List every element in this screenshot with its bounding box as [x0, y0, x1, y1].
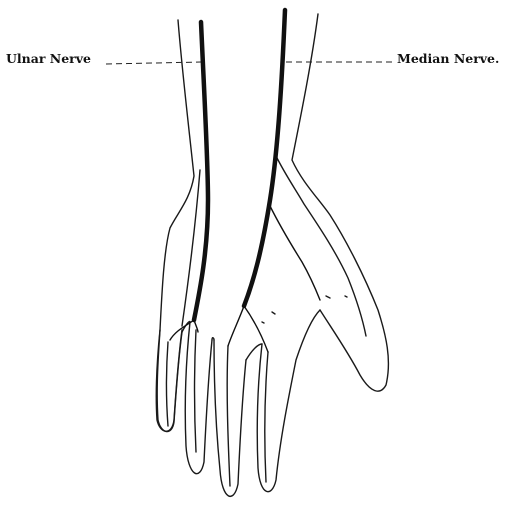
- median-branch-outline-a: [227, 346, 230, 486]
- median-nerve-label: Median Nerve.: [397, 53, 499, 66]
- median-digital-branch-1: [228, 306, 244, 346]
- median-nerve: [244, 10, 285, 306]
- median-digital-branch-2: [244, 306, 268, 352]
- ulnar-nerve: [194, 22, 208, 320]
- ulnar-branch-outline-b: [195, 330, 197, 452]
- ulnar-leader-line: [106, 62, 201, 64]
- median-branch-outline-b: [265, 352, 268, 482]
- thumb-inner-line: [276, 156, 366, 336]
- index-finger-outline: [257, 310, 320, 492]
- median-thumb-branch: [270, 206, 320, 300]
- palm-mark: [262, 296, 347, 323]
- little-finger-outline: [157, 330, 182, 432]
- palm-contour: [182, 321, 262, 360]
- forearm-right-outline: [292, 14, 388, 391]
- forearm-left-outline: [156, 20, 194, 431]
- ring-finger-outline: [185, 322, 212, 474]
- ulnar-nerve-label: Ulnar Nerve: [6, 53, 91, 66]
- ulnar-branch-outline-a: [167, 342, 169, 426]
